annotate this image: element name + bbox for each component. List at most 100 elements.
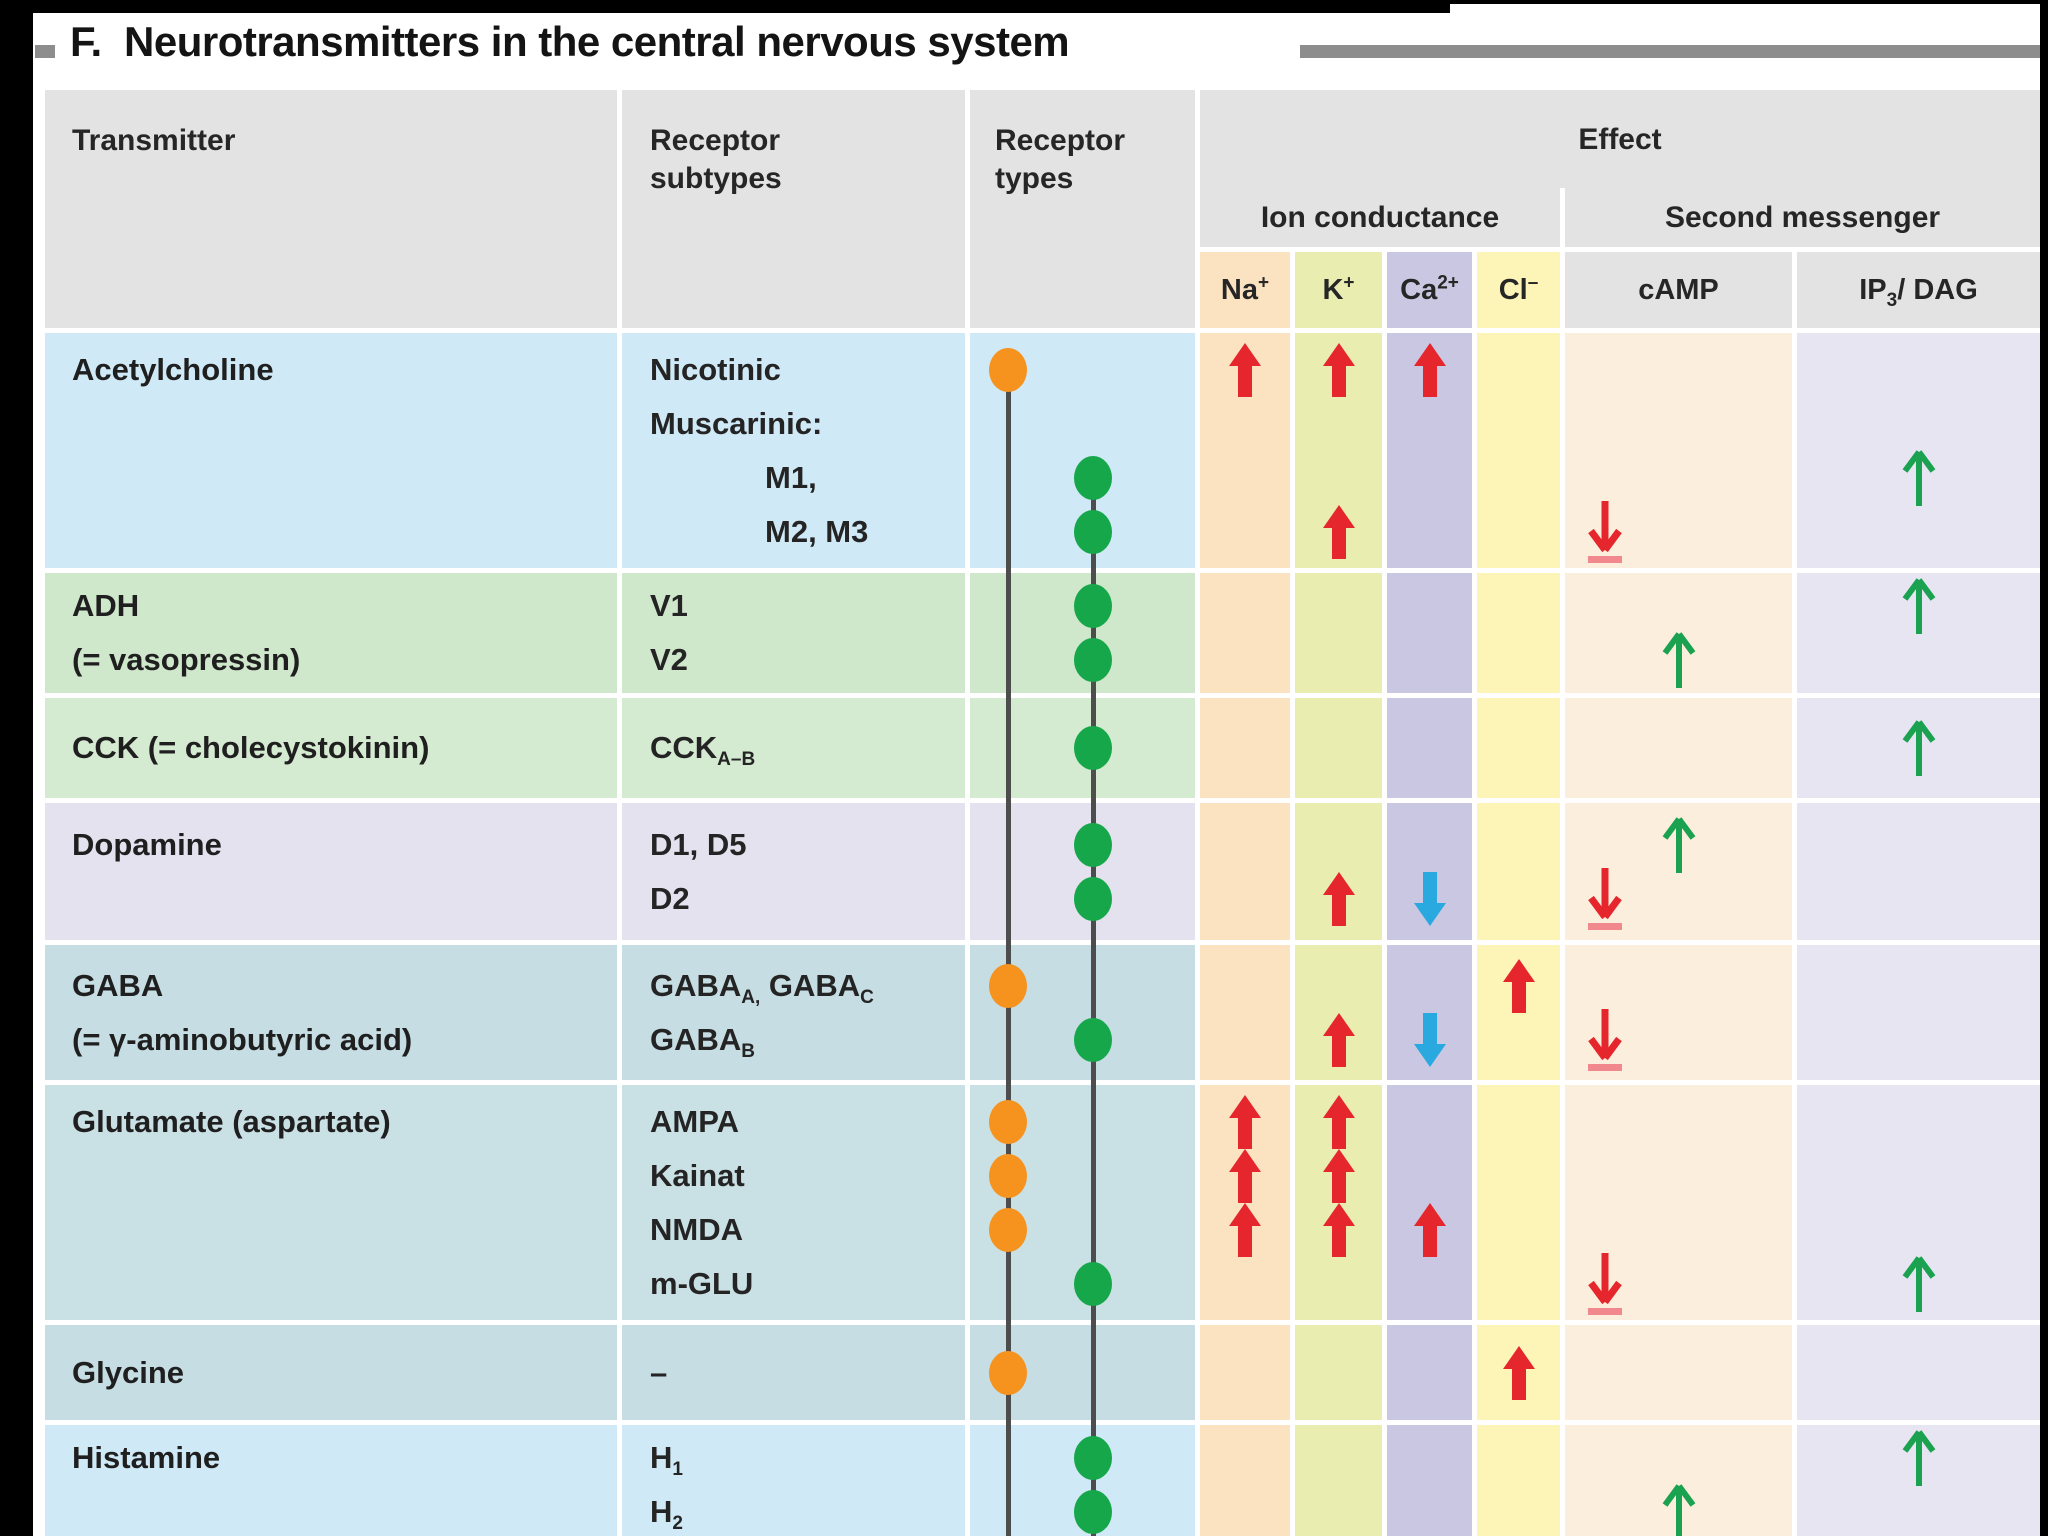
receptor-subtype-label: H2	[650, 1494, 683, 1535]
row-glycine-band-1	[622, 1325, 965, 1420]
effect-arrow-red-up	[1227, 1093, 1263, 1151]
title-rule	[1300, 45, 2040, 58]
row-histamine-col-na	[1200, 1425, 1290, 1536]
metabotropic-receptor-dot	[1074, 1490, 1112, 1534]
col-header-ip3dag: IP3/ DAG	[1797, 252, 2040, 328]
row-cck-cholecystokinin-col-ca	[1387, 698, 1472, 798]
receptor-subtype-label: NMDA	[650, 1211, 743, 1247]
header-cell-transmitter: Transmitter	[45, 90, 617, 328]
metabotropic-receptor-dot	[1074, 638, 1112, 682]
effect-arrow-red-up	[1412, 1201, 1448, 1259]
receptor-subtype-label: Nicotinic	[650, 351, 781, 387]
col-header-ion-conductance: Ion conductance	[1260, 201, 1500, 234]
col-header-receptor-types: Receptor types	[995, 124, 1126, 195]
row-gaba-band-0	[45, 945, 617, 1080]
metabotropic-line	[1091, 477, 1096, 1536]
effect-arrow-green-up	[1659, 814, 1699, 876]
col-header-k: K+	[1295, 252, 1382, 328]
row-glycine-col-k	[1295, 1325, 1382, 1420]
row-histamine-band-0	[45, 1425, 617, 1536]
effect-arrow-green-up	[1899, 1427, 1939, 1489]
receptor-subtype-label: GABAB	[650, 1021, 756, 1062]
row-cck-cholecystokinin-col-camp	[1565, 698, 1792, 798]
page-title: F. Neurotransmitters in the central nerv…	[70, 18, 1070, 65]
receptor-subtype-label: D2	[650, 880, 690, 916]
ionotropic-receptor-dot	[989, 963, 1027, 1008]
col-header-second-messenger: Second messenger	[1664, 201, 1941, 234]
transmitter-label: (= vasopressin)	[72, 642, 301, 677]
receptor-subtype-label: Muscarinic:	[650, 405, 823, 441]
effect-arrow-red-down-bar	[1585, 1008, 1625, 1072]
ionotropic-receptor-dot	[989, 1350, 1027, 1395]
receptor-subtype-label: Kainat	[650, 1157, 745, 1193]
row-dopamine-band-2	[970, 803, 1195, 940]
row-cck-cholecystokinin-col-cl	[1477, 698, 1560, 798]
effect-arrow-red-up	[1227, 1147, 1263, 1205]
row-adh-col-na	[1200, 573, 1290, 693]
row-acetylcholine-col-ip3	[1797, 333, 2040, 568]
ionotropic-receptor-dot	[989, 1153, 1027, 1198]
effect-arrow-red-up	[1321, 1011, 1357, 1069]
row-adh-col-k	[1295, 573, 1382, 693]
row-cck-cholecystokinin-band-0	[45, 698, 617, 798]
row-histamine-col-ca	[1387, 1425, 1472, 1536]
effect-arrow-red-down-bar	[1585, 867, 1625, 931]
row-gaba-col-ip3	[1797, 945, 2040, 1080]
row-histamine-col-k	[1295, 1425, 1382, 1536]
row-glycine-col-ca	[1387, 1325, 1472, 1420]
effect-arrow-red-up	[1227, 1201, 1263, 1259]
metabotropic-receptor-dot	[1074, 584, 1112, 628]
row-dopamine-col-cl	[1477, 803, 1560, 940]
receptor-subtype-label: V1	[650, 588, 688, 623]
row-glutamate-aspartate-band-0	[45, 1085, 617, 1320]
row-acetylcholine-band-0	[45, 333, 617, 568]
receptor-subtype-label: V2	[650, 642, 688, 677]
receptor-subtype-label: CCKA–B	[650, 730, 756, 771]
col-header-ca: Ca2+	[1387, 252, 1472, 328]
row-cck-cholecystokinin-band-1	[622, 698, 965, 798]
row-cck-cholecystokinin-col-na	[1200, 698, 1290, 798]
row-gaba-col-na	[1200, 945, 1290, 1080]
transmitter-label: ADH	[72, 588, 140, 623]
row-glutamate-aspartate-col-cl	[1477, 1085, 1560, 1320]
header-divider	[1200, 247, 2040, 252]
row-glycine-col-camp	[1565, 1325, 1792, 1420]
effect-arrow-red-up	[1321, 870, 1357, 928]
col-header-cl: Cl–	[1477, 252, 1560, 328]
row-dopamine-col-na	[1200, 803, 1290, 940]
effect-arrow-green-up	[1899, 1253, 1939, 1315]
effect-arrow-red-up	[1321, 503, 1357, 561]
col-header-receptor-subtypes: Receptor subtypes	[650, 124, 782, 195]
metabotropic-receptor-dot	[1074, 455, 1112, 500]
top-edge-bar-thick	[0, 0, 1450, 13]
effect-arrow-green-up	[1659, 629, 1699, 691]
receptor-subtype-label: D1, D5	[650, 826, 747, 862]
receptor-subtype-label: –	[650, 1354, 668, 1390]
ionotropic-receptor-dot	[989, 347, 1027, 392]
row-acetylcholine-col-cl	[1477, 333, 1560, 568]
row-dopamine-band-1	[622, 803, 965, 940]
metabotropic-receptor-dot	[1074, 1261, 1112, 1306]
metabotropic-receptor-dot	[1074, 1436, 1112, 1480]
header-cell-effect-zone	[1200, 90, 2040, 247]
metabotropic-receptor-dot	[1074, 726, 1112, 770]
receptor-subtype-label: m-GLU	[650, 1265, 754, 1301]
transmitter-label: Dopamine	[72, 826, 222, 862]
effect-arrow-red-up	[1321, 1147, 1357, 1205]
row-dopamine-col-ip3	[1797, 803, 2040, 940]
receptor-subtype-label: M2, M3	[765, 513, 869, 549]
effect-arrow-red-up	[1227, 341, 1263, 399]
row-histamine-col-cl	[1477, 1425, 1560, 1536]
ionotropic-receptor-dot	[989, 1099, 1027, 1144]
header-cell-receptor-types: Receptor types	[970, 90, 1195, 328]
effect-arrow-green-up	[1899, 717, 1939, 779]
metabotropic-receptor-dot	[1074, 876, 1112, 921]
row-adh-col-ca	[1387, 573, 1472, 693]
transmitter-label: CCK (= cholecystokinin)	[72, 730, 430, 765]
row-glycine-band-0	[45, 1325, 617, 1420]
ionotropic-receptor-dot	[989, 1207, 1027, 1252]
effect-arrow-red-up	[1412, 341, 1448, 399]
row-dopamine-band-0	[45, 803, 617, 940]
effect-arrow-red-down-bar	[1585, 500, 1625, 564]
row-adh-band-1	[622, 573, 965, 693]
